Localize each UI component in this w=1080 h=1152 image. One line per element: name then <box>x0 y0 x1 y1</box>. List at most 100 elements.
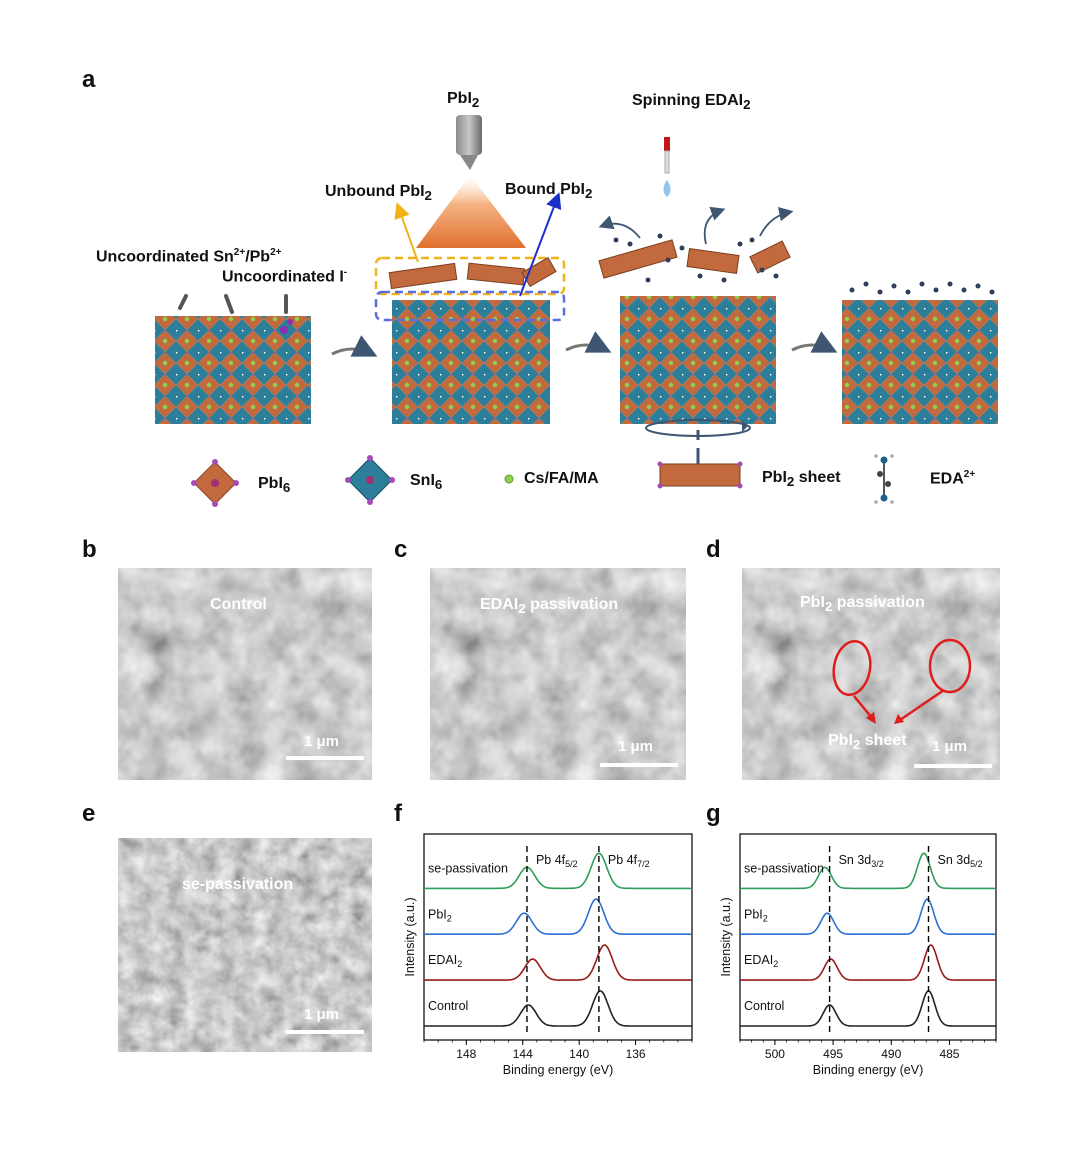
series-label-edai2: EDAI2 <box>744 953 778 969</box>
legend-sheet-icon <box>657 461 743 489</box>
plot-frame <box>423 833 693 1041</box>
lattice-block-3 <box>620 296 776 424</box>
removal-arrows <box>598 206 794 245</box>
sem-title-control: Control <box>210 596 267 613</box>
process-arrow-3 <box>791 331 838 353</box>
sem-image-se-passivation: se-passivation 1 μm <box>118 838 372 1052</box>
pbi2-sheets-lifted <box>598 239 791 279</box>
peak-label: Sn 3d5/2 <box>938 853 983 869</box>
series-label-edai2: EDAI2 <box>428 953 462 969</box>
x-tick-label: 136 <box>626 1047 646 1061</box>
dangling-bonds <box>178 294 288 314</box>
legend-sni6-icon <box>345 455 395 505</box>
bound-arrow <box>519 192 562 297</box>
peak-label: Pb 4f7/2 <box>608 853 650 869</box>
panel-letter-c: c <box>394 536 408 563</box>
series-label-control: Control <box>744 999 784 1013</box>
sem-image-pbi2: PbI2 passivation PbI2 sheet 1 μm <box>742 568 1000 780</box>
series-label-pbi2: PbI2 <box>428 907 452 923</box>
scale-bar-control <box>286 756 364 760</box>
x-tick-label: 144 <box>513 1047 533 1061</box>
scale-bar-se-passivation <box>286 1030 364 1034</box>
series-line-control <box>424 990 692 1027</box>
panel-letter-e: e <box>82 800 96 827</box>
legend-cation-label: Cs/FA/MA <box>524 470 599 487</box>
highlight-circle-2 <box>928 638 972 694</box>
series-line-pbi2 <box>424 898 692 935</box>
iodide-ion <box>280 326 288 334</box>
scale-label-edai2: 1 μm <box>618 738 654 755</box>
series-line-edai2 <box>740 944 996 981</box>
highlight-circle-1 <box>832 639 872 697</box>
lattice-block-2 <box>392 300 550 424</box>
lattice-block-1 <box>155 316 311 424</box>
x-axis-label: Binding energy (eV) <box>813 1063 923 1077</box>
y-axis-label: Intensity (a.u.) <box>719 897 733 976</box>
legend-sni6-label: SnI6 <box>410 472 443 493</box>
series-line-pbi2 <box>740 898 996 935</box>
panel-letter-g: g <box>706 800 721 827</box>
y-axis-label: Intensity (a.u.) <box>403 897 417 976</box>
uncoordinated-cation-label: Uncoordinated Sn2+/Pb2+ <box>96 247 282 266</box>
process-arrow-1 <box>331 335 378 357</box>
scale-label-se-passivation: 1 μm <box>304 1006 340 1023</box>
schematic-diagram <box>155 115 998 507</box>
series-line-control <box>740 990 996 1027</box>
x-tick-label: 140 <box>569 1047 589 1061</box>
pbi2-sheets-2 <box>388 256 557 290</box>
unbound-label: Unbound PbI2 <box>325 183 432 204</box>
evaporation-nozzle <box>456 115 482 155</box>
sem-title-se-passivation: se-passivation <box>182 876 294 893</box>
legend-pbi6-icon <box>191 459 239 507</box>
pbi2-vapor-plume <box>416 175 526 248</box>
uncoordinated-anion-label: Uncoordinated I- <box>222 267 348 286</box>
scale-label-pbi2: 1 μm <box>932 738 968 755</box>
bound-label: Bound PbI2 <box>505 181 593 202</box>
sem-image-control: Control 1 μm <box>118 568 372 780</box>
series-label-se-passivation: se-passivation <box>428 861 508 875</box>
legend-pbi6-label: PbI6 <box>258 475 291 496</box>
series-line-se-passivation <box>424 852 692 890</box>
x-tick-label: 490 <box>881 1047 901 1061</box>
panel-letter-f: f <box>394 800 402 827</box>
series-line-se-passivation <box>740 852 996 890</box>
scale-bar-edai2 <box>600 763 678 767</box>
sem-image-edai2: EDAI2 passivation 1 μm <box>430 568 686 780</box>
panel-letter-b: b <box>82 536 97 563</box>
series-line-edai2 <box>424 944 692 981</box>
legend-eda-label: EDA2+ <box>930 469 976 488</box>
eda-molecules-scattered <box>613 233 779 283</box>
eda-molecules-surface <box>849 281 995 295</box>
sem-title-pbi2: PbI2 passivation <box>800 594 925 615</box>
peak-label: Pb 4f5/2 <box>536 853 578 869</box>
sem-title-edai2: EDAI2 passivation <box>480 596 619 617</box>
pbi2-source-label: PbI2 <box>447 90 480 111</box>
panel-letter-d: d <box>706 536 721 563</box>
x-axis-label: Binding energy (eV) <box>503 1063 613 1077</box>
lattice-block-4 <box>842 300 998 424</box>
series-label-se-passivation: se-passivation <box>744 861 824 875</box>
legend-eda-icon <box>874 454 894 504</box>
spinning-label: Spinning EDAI2 <box>632 92 751 113</box>
x-tick-label: 485 <box>939 1047 959 1061</box>
process-arrow-2 <box>565 331 612 353</box>
pbi2-sheet-annotation: PbI2 sheet <box>828 732 907 753</box>
unbound-arrow <box>394 202 419 263</box>
panel-letter-a: a <box>82 66 96 93</box>
x-tick-label: 500 <box>765 1047 785 1061</box>
x-tick-label: 148 <box>456 1047 476 1061</box>
spin-rotation-arrow <box>645 419 751 437</box>
legend-cation-icon <box>504 474 514 484</box>
x-tick-label: 495 <box>823 1047 843 1061</box>
dropper-icon <box>663 137 671 197</box>
peak-label: Sn 3d3/2 <box>839 853 884 869</box>
series-label-control: Control <box>428 999 468 1013</box>
legend-sheet-label: PbI2 sheet <box>762 469 841 490</box>
unbound-region-box <box>374 256 566 296</box>
series-label-pbi2: PbI2 <box>744 907 768 923</box>
scale-label-control: 1 μm <box>304 733 340 750</box>
